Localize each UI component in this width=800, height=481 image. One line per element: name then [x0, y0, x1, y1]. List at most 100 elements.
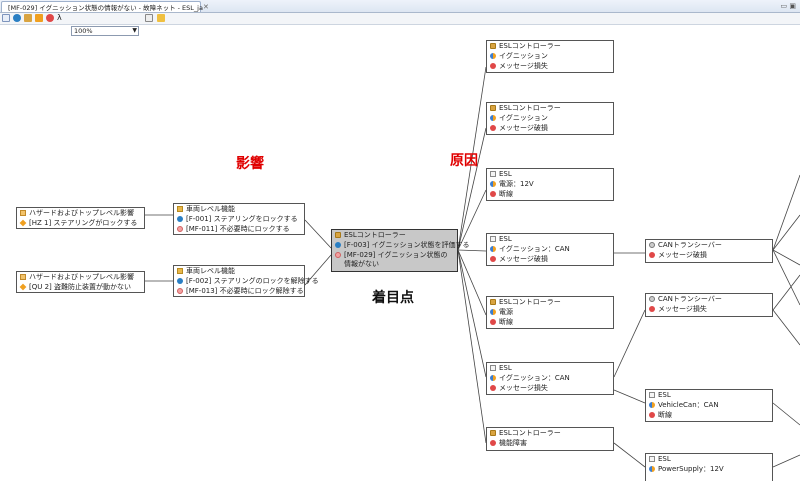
port-icon [649, 402, 655, 408]
transceiver-icon [649, 296, 655, 302]
hazard-node[interactable]: ハザードおよびトップレベル影響 [QU 2] 盗難防止装置が動かない [16, 271, 145, 293]
zoom-select[interactable]: 100% ▼ [71, 26, 139, 36]
node-title: ESL [658, 455, 671, 463]
failure-item: メッセージ損失 [499, 384, 548, 392]
function-icon [177, 216, 183, 222]
failure-icon [490, 440, 496, 446]
port-item: イグニッション [499, 114, 548, 122]
cause-node[interactable]: ESLコントローラー イグニッション メッセージ破損 [486, 102, 614, 135]
document-icon [490, 236, 496, 242]
failure-item: 断線 [658, 411, 672, 419]
failure-item: 断線 [499, 318, 513, 326]
failure-icon [649, 412, 655, 418]
effect-label: 影響 [236, 156, 264, 172]
folder-icon [177, 206, 183, 212]
hazard-icon [20, 210, 26, 216]
failure-icon [490, 63, 496, 69]
node-title: ESLコントローラー [499, 298, 561, 306]
function-item: [F-001] ステアリングをロックする [186, 215, 298, 223]
port-icon [490, 375, 496, 381]
port-icon [490, 181, 496, 187]
layout-icon[interactable] [145, 14, 153, 22]
node-title: ESLコントローラー [499, 104, 561, 112]
editor-tab-bar: [MF-029] イグニッション状態の情報がない - 故障ネット - ESL_j… [0, 0, 800, 13]
close-icon[interactable]: ✕ [202, 3, 209, 11]
lambda-icon[interactable]: λ [57, 13, 62, 22]
diagram-canvas[interactable]: 影響 原因 着目点 ハザードおよびトップレベル影響 [HZ 1] ステアリングが… [0, 25, 800, 481]
failure-item: メッセージ破損 [499, 255, 548, 263]
failure-icon [490, 385, 496, 391]
node-title: CANトランシーバー [658, 241, 722, 249]
vehicle-function-node[interactable]: 車両レベル機能 [F-001] ステアリングをロックする [MF-011] 不必… [173, 203, 305, 235]
component-icon [490, 105, 496, 111]
cause-node[interactable]: ESLコントローラー 機能障害 [486, 427, 614, 451]
sub-cause-node[interactable]: ESL VehicleCan：CAN 断線 [645, 389, 773, 422]
focus-node[interactable]: ESLコントローラー [F-003] イグニッション状態を評価する [MF-02… [331, 229, 469, 272]
structure-tool-icon[interactable] [24, 14, 32, 22]
port-item: イグニッション [499, 52, 548, 60]
select-tool-icon[interactable] [2, 14, 10, 22]
failure-icon [490, 125, 496, 131]
function-icon [177, 278, 183, 284]
folder-icon [177, 268, 183, 274]
sub-cause-node[interactable]: ESL PowerSupply：12V [645, 453, 773, 481]
document-icon [490, 171, 496, 177]
editor-tab[interactable]: [MF-029] イグニッション状態の情報がない - 故障ネット - ESL_j… [1, 1, 209, 12]
failure-item: メッセージ損失 [658, 305, 707, 313]
cause-node[interactable]: ESL 電源：12V 断線 [486, 168, 614, 201]
failure-item: メッセージ破損 [499, 124, 548, 132]
component-icon [335, 232, 341, 238]
connector-lines [145, 66, 800, 468]
refresh-icon[interactable] [157, 14, 165, 22]
node-title: ESLコントローラー [499, 429, 561, 437]
hazard-icon [20, 274, 26, 280]
cause-node[interactable]: ESLコントローラー 電源 断線 [486, 296, 614, 329]
malfunction-item: [MF-011] 不必要時にロックする [186, 225, 290, 233]
failure-item: 断線 [499, 190, 513, 198]
node-title: 車両レベル機能 [186, 205, 235, 213]
sub-cause-node[interactable]: CANトランシーバー メッセージ破損 [645, 239, 773, 263]
node-title: ハザードおよびトップレベル影響 [29, 209, 134, 217]
cause-node[interactable]: ESL イグニッション：CAN メッセージ損失 [486, 362, 614, 395]
function-item: [F-002] ステアリングのロックを解除する [186, 277, 319, 285]
minimize-maximize-icon[interactable]: ▭ ▣ [780, 2, 796, 10]
port-item: VehicleCan：CAN [658, 401, 719, 409]
export-tool-icon[interactable] [35, 14, 43, 22]
hazard-diamond-icon [19, 219, 27, 227]
malfunction-icon [177, 226, 183, 232]
focus-label: 着目点 [372, 290, 414, 306]
transceiver-icon [649, 242, 655, 248]
cause-node[interactable]: ESLコントローラー イグニッション メッセージ損失 [486, 40, 614, 73]
node-title: ESLコントローラー [344, 231, 406, 239]
failure-icon [490, 191, 496, 197]
failure-icon [490, 319, 496, 325]
component-icon [490, 43, 496, 49]
node-title: 車両レベル機能 [186, 267, 235, 275]
failure-item: メッセージ損失 [499, 62, 548, 70]
cause-label: 原因 [450, 153, 478, 169]
port-icon [490, 115, 496, 121]
zoom-value: 100% [74, 27, 93, 35]
port-item: 電源：12V [499, 180, 534, 188]
failure-tool-icon[interactable] [46, 14, 54, 22]
failure-item: メッセージ破損 [658, 251, 707, 259]
document-icon [649, 456, 655, 462]
node-title: ESL [658, 391, 671, 399]
sub-cause-node[interactable]: CANトランシーバー メッセージ損失 [645, 293, 773, 317]
hazard-node[interactable]: ハザードおよびトップレベル影響 [HZ 1] ステアリングがロックする [16, 207, 145, 229]
malfunction-item: [MF-013] 不必要時にロック解除する [186, 287, 304, 295]
function-tool-icon[interactable] [13, 14, 21, 22]
node-title: ESL [499, 170, 512, 178]
vehicle-function-node[interactable]: 車両レベル機能 [F-002] ステアリングのロックを解除する [MF-013]… [173, 265, 319, 297]
port-item: イグニッション：CAN [499, 245, 570, 253]
failure-icon [490, 256, 496, 262]
malfunction-icon [177, 288, 183, 294]
document-icon [649, 392, 655, 398]
cause-node[interactable]: ESL イグニッション：CAN メッセージ破損 [486, 233, 614, 266]
function-item: [F-003] イグニッション状態を評価する [344, 241, 470, 249]
function-icon [335, 242, 341, 248]
port-icon [490, 309, 496, 315]
node-title: ESL [499, 364, 512, 372]
hazard-item: [HZ 1] ステアリングがロックする [29, 219, 138, 227]
failure-item: 機能障害 [499, 439, 527, 447]
